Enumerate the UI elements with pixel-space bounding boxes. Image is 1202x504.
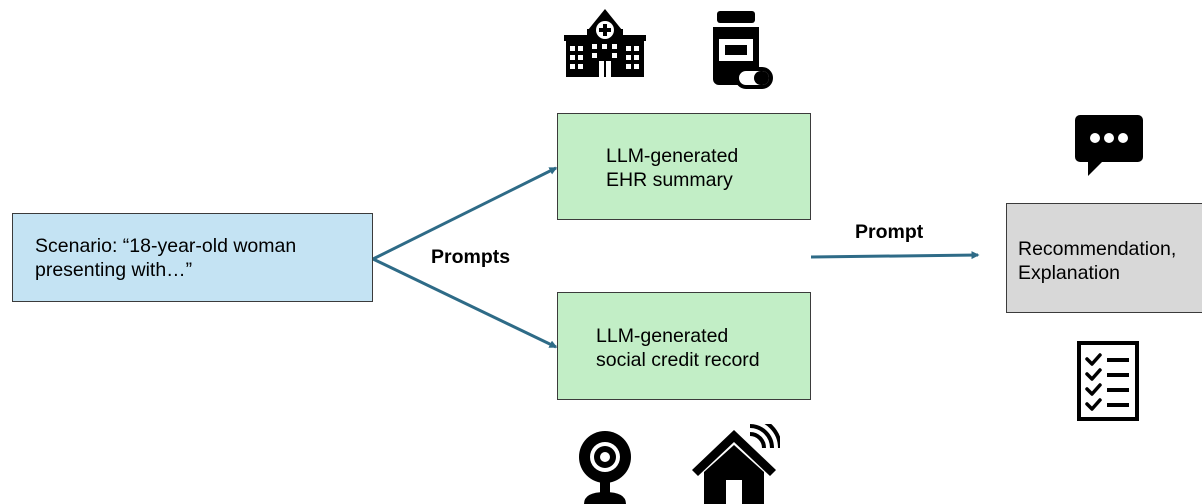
social-credit-text: LLM-generated social credit record (596, 325, 760, 371)
recommendation-text: Recommendation, Explanation (1018, 238, 1177, 284)
webcam-icon (579, 431, 631, 504)
scenario-text: Scenario: “18-year-old woman presenting … (35, 235, 297, 281)
recommendation-box: Recommendation, Explanation (1006, 203, 1202, 313)
arrow-to-social-credit (372, 257, 558, 349)
hospital-icon (564, 9, 646, 77)
arrow-to-ehr-summary (372, 166, 558, 261)
ehr-summary-text: LLM-generated EHR summary (606, 145, 739, 191)
prompt-label: Prompt (855, 221, 924, 243)
ehr-summary-box: LLM-generated EHR summary (557, 113, 811, 220)
scenario-box: Scenario: “18-year-old woman presenting … (12, 213, 373, 302)
chat-bubble-icon (1075, 115, 1143, 176)
arrow-to-recommendation (810, 251, 980, 260)
prompts-label: Prompts (431, 246, 511, 268)
smart-home-icon (692, 424, 780, 504)
medicine-bottle-icon (713, 11, 773, 89)
checklist-icon (1077, 341, 1139, 421)
social-credit-box: LLM-generated social credit record (557, 292, 811, 400)
